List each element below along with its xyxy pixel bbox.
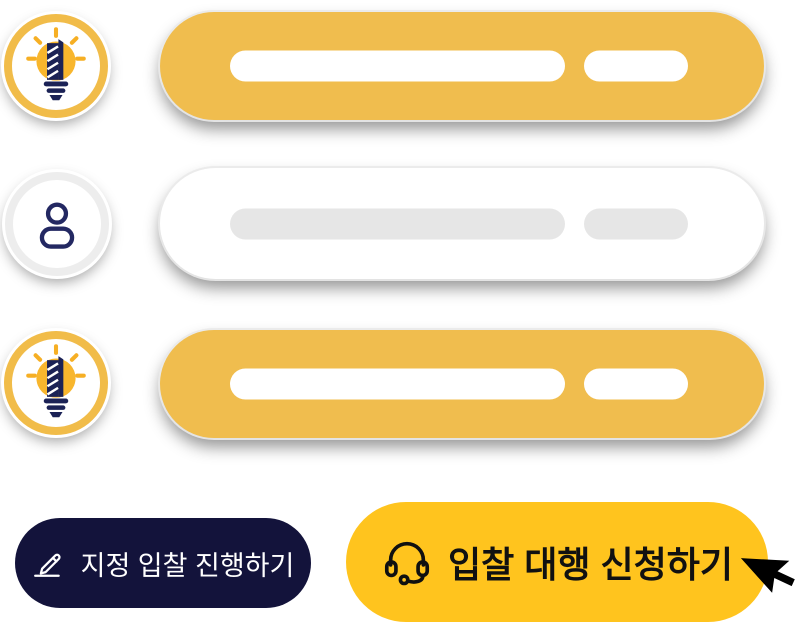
lightbulb-building-icon [26, 27, 86, 101]
skeleton-line-long [230, 208, 565, 239]
lightbulb-building-icon [26, 344, 86, 418]
mouse-pointer-icon [740, 558, 795, 593]
step2-icon-circle [5, 172, 109, 276]
skeleton-line-short [584, 368, 688, 400]
headset-icon [384, 541, 430, 586]
designated-bid-label: 지정 입찰 진행하기 [80, 550, 295, 581]
step1-row-skeleton [160, 12, 764, 120]
skeleton-line-long [230, 368, 565, 400]
bid-agency-apply-button[interactable]: 입찰 대행 신청하기 [346, 502, 768, 622]
step3-row-skeleton [160, 330, 764, 438]
bid-agency-apply-label: 입찰 대행 신청하기 [448, 544, 733, 585]
person-icon [39, 202, 75, 249]
skeleton-line-long [230, 50, 565, 82]
step1-icon-circle [4, 14, 108, 118]
skeleton-line-short [584, 208, 688, 239]
step2-row-skeleton [160, 168, 764, 279]
step3-icon-circle [4, 331, 108, 435]
pencil-icon [33, 553, 61, 577]
skeleton-line-short [584, 50, 688, 82]
designated-bid-button[interactable]: 지정 입찰 진행하기 [15, 518, 311, 608]
